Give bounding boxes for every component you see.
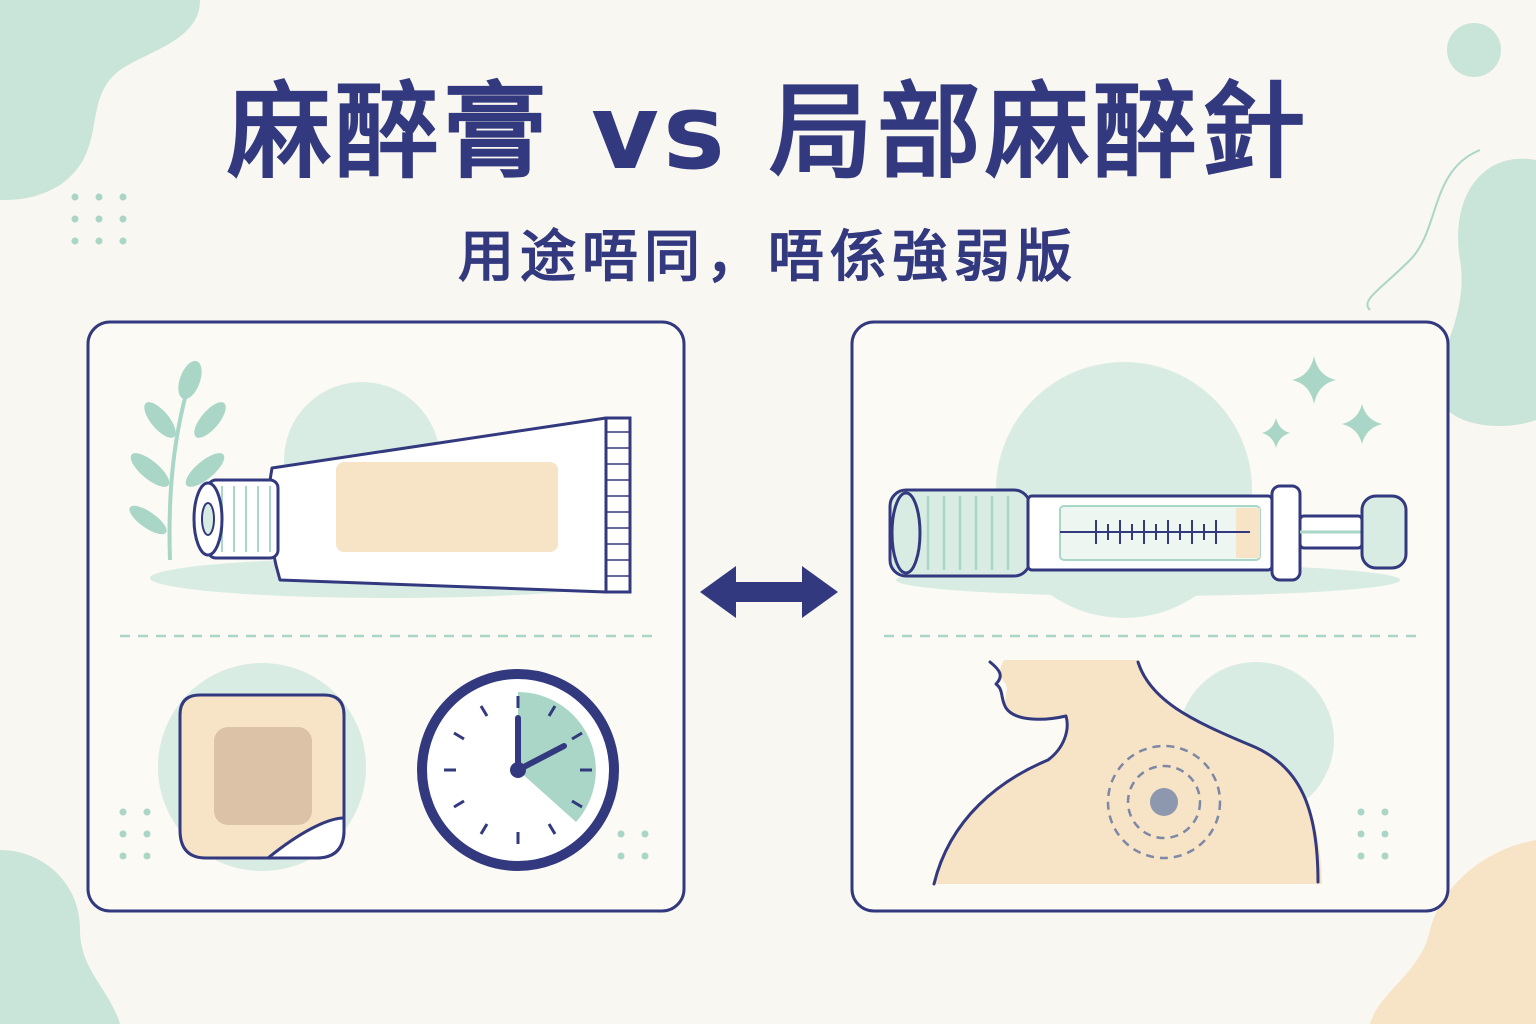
page-title: 麻醉膏 vs 局部麻醉針 (226, 71, 1310, 193)
tube-label (336, 462, 558, 552)
leaf-sprig-icon (129, 360, 226, 561)
blob-bottom-left (0, 850, 120, 1024)
cream-tube-icon (192, 416, 632, 594)
blob-right-line (1366, 149, 1481, 311)
double-arrow-icon (700, 566, 838, 618)
sparkle-icon (1262, 356, 1382, 448)
blob-top-right (1438, 158, 1536, 426)
injection-target-icon (1106, 744, 1222, 860)
dots-right-panel (1357, 808, 1389, 860)
clock-icon (417, 669, 619, 871)
dots-left-panel-1 (119, 808, 151, 860)
blob-top-left (0, 0, 200, 200)
dots-top-left (71, 193, 127, 245)
dots-left-panel-2 (617, 830, 649, 860)
numbing-patch-icon (158, 663, 366, 871)
page-subtitle: 用途唔同，唔係強弱版 (458, 225, 1078, 290)
syringe-icon (888, 484, 1408, 582)
blob-bottom-right (1370, 840, 1536, 1024)
left-panel (86, 320, 686, 913)
shoulder-icon (932, 660, 1334, 886)
circle-top-right (1447, 23, 1501, 77)
right-panel (850, 320, 1450, 913)
